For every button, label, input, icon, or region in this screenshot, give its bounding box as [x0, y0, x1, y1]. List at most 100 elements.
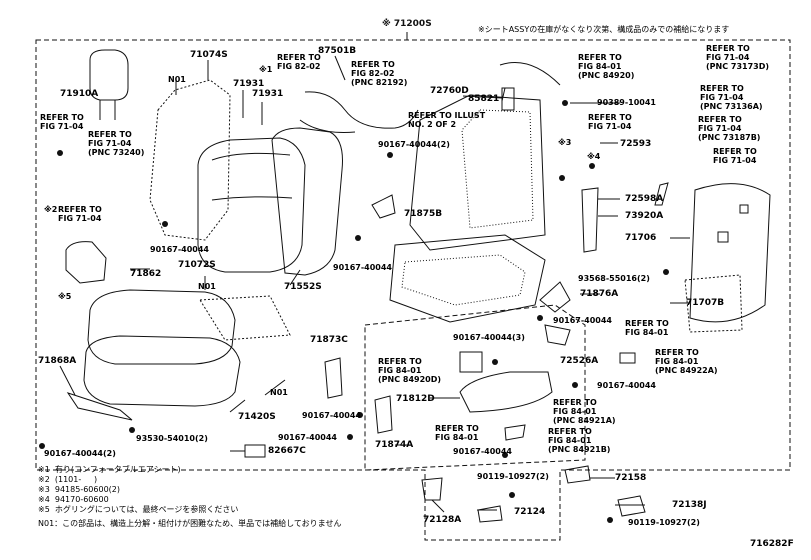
- label-93530-54010: 93530-54010(2): [136, 434, 208, 443]
- part-71876A: [539, 281, 571, 313]
- label-ref-fig-71-04-c: REFER TO FIG 71-04: [588, 113, 632, 131]
- label-71875B: 71875B: [404, 209, 443, 219]
- part-72138J: [617, 495, 646, 517]
- label-refer-illust: REFER TO ILLUST NO. 2 OF 2: [408, 111, 486, 129]
- label-71552S: 71552S: [284, 282, 322, 292]
- label-71876A: 71876A: [580, 289, 619, 299]
- seat-cushion-pad: [83, 335, 241, 407]
- side-cover-71862: [65, 241, 107, 284]
- seatback-pad-mesh: [149, 79, 231, 241]
- label-90167-40044-d: 90167-40044: [553, 316, 612, 325]
- label-82667C: 82667C: [268, 446, 306, 456]
- footnote-1: ※1 有り(コンフォータブルエアシート): [38, 465, 181, 474]
- label-72128A: 72128A: [423, 515, 462, 525]
- label-71868A: 71868A: [38, 356, 77, 366]
- cushion-trim-71868A: [66, 392, 133, 421]
- label-71707B: 71707B: [686, 298, 725, 308]
- label-87501B: 87501B: [318, 46, 357, 56]
- label-71072S: 71072S: [178, 260, 216, 270]
- label-ref-fig-82-02: REFER TO FIG 82-02: [277, 53, 321, 71]
- part-72128A: [421, 477, 443, 501]
- label-71420S: 71420S: [238, 412, 276, 422]
- switch-84922A: [619, 352, 636, 364]
- label-ref-fig-84-01-top: REFER TO FIG 84-01 (PNC 84920): [578, 53, 635, 80]
- label-ref-fig-71-04-f: REFER TO FIG 71-04: [58, 205, 102, 223]
- label-71873C: 71873C: [310, 335, 348, 345]
- label-star5: ※5: [58, 292, 72, 301]
- label-72526A: 72526A: [560, 356, 599, 366]
- part-71875B: [371, 194, 396, 219]
- assembly-number: ※ 71200S: [382, 19, 432, 29]
- label-72593: 72593: [620, 139, 652, 149]
- seat-cushion-frame: [389, 234, 546, 323]
- label-ref-fig-84-01-84921B: REFER TO FIG 84-01 (PNC 84921B): [548, 427, 611, 454]
- switch-bezel-71812D: [459, 371, 553, 413]
- label-90167-40044-b: 90167-40044: [150, 245, 209, 254]
- label-90167-40044-f: 90167-40044: [597, 381, 656, 390]
- label-ref-fig-84-01-e: REFER TO FIG 84-01: [435, 424, 479, 442]
- footnote-n01: N01：この部品は、構造上分解・組付けが困難なため、単品では補給しておりません: [38, 519, 342, 528]
- part-71707B: [684, 274, 743, 333]
- label-90389-10041: 90389-10041: [597, 98, 656, 107]
- label-71812D: 71812D: [396, 394, 435, 404]
- footnotes: ※1 有り(コンフォータブルエアシート) ※2 (1101- ) ※3 9418…: [38, 465, 341, 528]
- label-ref-fig-71-04-e: REFER TO FIG 71-04: [713, 147, 757, 165]
- part-72124: [477, 505, 503, 523]
- seat-cushion-cover: [87, 289, 236, 365]
- wire-harness-87501B: [304, 91, 419, 129]
- back-board-71706: [689, 183, 771, 323]
- switch-84921B: [504, 424, 526, 441]
- label-star3: ※3: [558, 138, 572, 147]
- stock-note: ※シートASSYの在庫がなくなり次第、構成品のみでの補給になります: [478, 25, 730, 34]
- part-72158: [564, 465, 591, 484]
- label-90167-40044-h: 90167-40044: [453, 447, 512, 456]
- label-90167-40044-2-j: 90167-40044(2): [44, 449, 116, 458]
- part-73920A: [581, 187, 599, 253]
- seatback-cover: [197, 137, 306, 273]
- label-85821: 85821: [468, 94, 500, 104]
- label-72598A: 72598A: [625, 194, 664, 204]
- label-71874A: 71874A: [375, 440, 414, 450]
- label-93568-55016: 93568-55016(2): [578, 274, 650, 283]
- label-ref-fig-71-04-73173D: REFER TO FIG 71-04 (PNC 73173D): [706, 44, 769, 71]
- label-ref-fig-71-04-left: REFER TO FIG 71-04: [40, 113, 84, 131]
- part-72598A: [654, 182, 669, 206]
- label-72124: 72124: [514, 507, 546, 517]
- footnote-2: ※2 (1101- ): [38, 475, 98, 484]
- label-90167-40044-c: 90167-40044: [333, 263, 392, 272]
- bracket-71873C: [324, 357, 343, 399]
- label-ref-fig-82-02-pnc: REFER TO FIG 82-02 (PNC 82192): [351, 60, 408, 87]
- label-n01-wire: N01: [270, 388, 288, 397]
- label-90167-40044-i: 90167-40044: [278, 433, 337, 442]
- footnote-4: ※4 94170-60600: [38, 495, 109, 504]
- assembly-frame: [35, 39, 791, 541]
- label-star2: ※2: [44, 205, 58, 214]
- bracket-71874A: [374, 395, 393, 434]
- label-ref-fig-84-01-84922A: REFER TO FIG 84-01 (PNC 84922A): [655, 348, 718, 375]
- figure-id: 716282F: [750, 539, 794, 549]
- label-n01-back: N01: [168, 75, 186, 84]
- label-71931-a: 71931: [233, 79, 265, 89]
- footnote-5: ※5 ホグリングについては、最終ページを参照ください: [38, 505, 239, 514]
- label-ref-fig-84-01-a: REFER TO FIG 84-01: [625, 319, 669, 337]
- label-ref-fig-71-04-73136A: REFER TO FIG 71-04 (PNC 73136A): [700, 84, 763, 111]
- label-73920A: 73920A: [625, 211, 664, 221]
- label-90119-10927-b: 90119-10927(2): [628, 518, 700, 527]
- footnote-3: ※3 94185-60600(2): [38, 485, 120, 494]
- label-90119-10927-a: 90119-10927(2): [477, 472, 549, 481]
- label-71862: 71862: [130, 269, 162, 279]
- label-71706: 71706: [625, 233, 657, 243]
- knob-72526A: [544, 324, 571, 346]
- label-ref-fig-84-01-84921A: REFER TO FIG 84-01 (PNC 84921A): [553, 398, 616, 425]
- label-71074S: 71074S: [190, 50, 228, 60]
- seatback-pad: [271, 127, 343, 276]
- seatback-frame: [409, 94, 546, 251]
- label-72158: 72158: [615, 473, 647, 483]
- switch-84920D: [459, 351, 483, 373]
- label-ref-fig-71-04-73187B: REFER TO FIG 71-04 (PNC 73187B): [698, 115, 761, 142]
- label-ref-fig-84-01-84920D: REFER TO FIG 84-01 (PNC 84920D): [378, 357, 441, 384]
- label-71910A: 71910A: [60, 89, 99, 99]
- headrest-part: [89, 49, 129, 101]
